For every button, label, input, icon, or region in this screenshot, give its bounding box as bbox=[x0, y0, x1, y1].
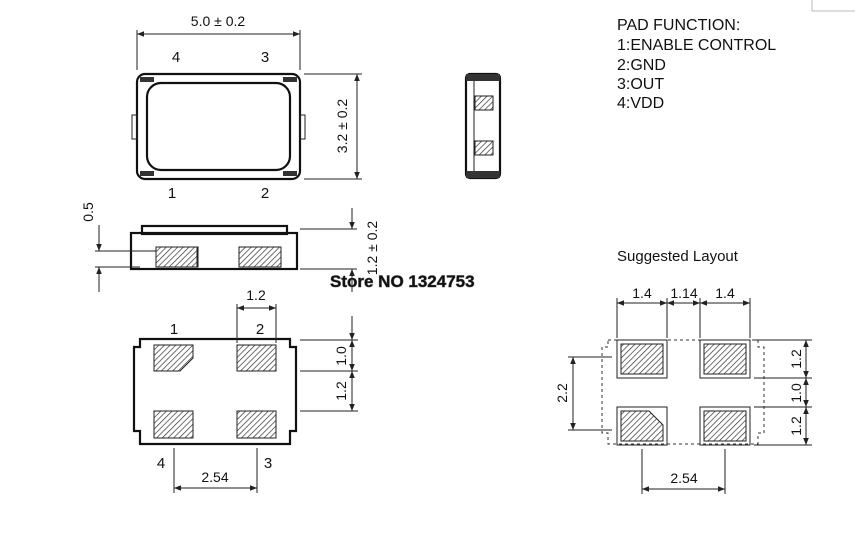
pad-function-item-2: 2:GND bbox=[617, 57, 666, 74]
end-view bbox=[464, 72, 502, 180]
top-lid-outline bbox=[145, 81, 292, 172]
layout-pad-bottom-dimension: 1.2 bbox=[788, 416, 804, 436]
layout-pad-top-dimension: 1.2 bbox=[788, 349, 804, 369]
top-package-outline bbox=[135, 72, 302, 181]
layout-center-dimension: 1.0 bbox=[788, 383, 804, 403]
top-pin-3-label: 3 bbox=[261, 49, 269, 66]
suggested-layout-title: Suggested Layout bbox=[617, 248, 739, 265]
bottom-package-outline bbox=[132, 337, 298, 446]
top-pin-4-label: 4 bbox=[172, 49, 180, 66]
top-view: 5.0 ± 0.2 4 3 1 2 3.2 ± 0.2 bbox=[131, 13, 362, 202]
side-view: 0.5 1.2 ± 0.2 bbox=[80, 202, 380, 292]
pad-function-list: PAD FUNCTION: 1:ENABLE CONTROL 2:GND 3:O… bbox=[617, 17, 776, 112]
bottom-pad-width-dimension: 1.2 bbox=[246, 287, 266, 303]
pad-function-item-3: 3:OUT bbox=[617, 76, 664, 93]
layout-total-height-dimension: 2.2 bbox=[554, 383, 570, 403]
top-pin-1-label: 1 bbox=[168, 185, 176, 202]
bottom-pin-1-label: 1 bbox=[170, 321, 178, 338]
bottom-pad-height-dimension: 1.0 bbox=[333, 346, 349, 366]
layout-pad-left-dimension: 1.4 bbox=[632, 285, 652, 301]
suggested-layout: Suggested Layout 1.4 1.14 1.4 2.2 bbox=[554, 248, 812, 494]
top-width-dimension: 5.0 ± 0.2 bbox=[191, 13, 246, 29]
bottom-view: 1.2 1 2 1.0 1.2 4 3 2.54 bbox=[132, 287, 358, 493]
bottom-pad-gap-dimension: 1.2 bbox=[333, 381, 349, 401]
top-pin-2-label: 2 bbox=[261, 185, 269, 202]
pad-function-item-4: 4:VDD bbox=[617, 95, 664, 112]
watermark: Store NO 1324753 bbox=[330, 272, 475, 291]
bottom-pin-4-label: 4 bbox=[157, 455, 165, 472]
side-pad-offset-dimension: 0.5 bbox=[80, 202, 96, 222]
layout-pitch-dimension: 2.54 bbox=[670, 470, 697, 486]
layout-pad-right-dimension: 1.4 bbox=[715, 285, 735, 301]
layout-gap-dimension: 1.14 bbox=[670, 285, 697, 301]
top-height-dimension: 3.2 ± 0.2 bbox=[334, 99, 350, 154]
pad-function-item-1: 1:ENABLE CONTROL bbox=[617, 37, 776, 54]
bottom-pitch-dimension: 2.54 bbox=[201, 469, 228, 485]
bottom-pin-3-label: 3 bbox=[264, 455, 272, 472]
bottom-pin-2-label: 2 bbox=[256, 321, 264, 338]
pad-function-title: PAD FUNCTION: bbox=[617, 17, 740, 34]
side-thickness-dimension: 1.2 ± 0.2 bbox=[364, 221, 380, 276]
